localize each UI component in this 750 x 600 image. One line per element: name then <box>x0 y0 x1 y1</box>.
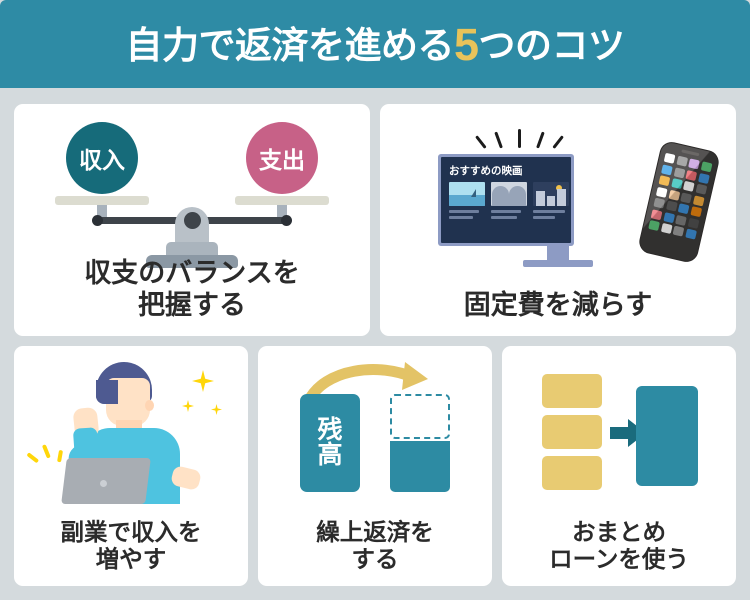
balance-bar-full: 残 高 <box>300 394 360 492</box>
income-badge-label: 収入 <box>79 147 125 173</box>
screen-heading: おすすめの映画 <box>449 165 523 177</box>
card-balance-scale[interactable]: 収入 支出 収支のバランスを 把握する <box>14 104 370 336</box>
movie-thumbnail-list <box>449 182 569 206</box>
laptop-logo <box>100 480 107 487</box>
phone-speaker <box>681 149 700 156</box>
consolidated-loan-box <box>636 386 698 486</box>
scale-base <box>146 255 238 268</box>
scale-pan-left <box>55 196 149 205</box>
consolidation-illustration <box>502 366 736 496</box>
balance-bar-label: 残 高 <box>317 416 343 469</box>
card-early-repayment[interactable]: 残 高 繰上返済を する <box>258 346 492 586</box>
scale-pivot-neck <box>166 242 218 259</box>
scale-pan-stem-right <box>277 205 287 219</box>
cards-row-bottom: 副業で収入を 増やす 残 高 繰上返済を する <box>14 346 736 586</box>
person-ear <box>145 400 154 411</box>
cards-row-top: 収入 支出 収支のバランスを 把握する <box>14 104 736 336</box>
person-hair-side <box>96 380 118 404</box>
sparkle-medium-icon <box>182 400 194 412</box>
loan-box <box>542 456 602 490</box>
card-side-income[interactable]: 副業で収入を 増やす <box>14 346 248 586</box>
sparkle-large-icon <box>192 370 214 392</box>
sparkle-small-icon <box>211 404 222 415</box>
scale-beam-dot-left <box>92 215 103 226</box>
balance-scale-illustration: 収入 支出 <box>14 116 370 268</box>
scale-beam-dot-right <box>281 215 292 226</box>
radiating-lines-icon <box>475 118 564 149</box>
balance-bar-reduced-fill <box>390 441 450 492</box>
income-badge: 収入 <box>66 122 138 194</box>
card-consolidation-loan[interactable]: おまとめ ローンを使う <box>502 346 736 586</box>
thumbnail-caption-lines <box>449 210 569 222</box>
thumbnail-city-night <box>533 182 569 206</box>
card-caption: 固定費を減らす <box>463 290 653 321</box>
page-title: 自力で返済を進める5つのコツ <box>125 18 626 70</box>
thumbnail-ocean-shark <box>449 182 485 206</box>
expense-badge: 支出 <box>246 122 318 194</box>
card-caption: 収支のバランスを 把握する <box>84 258 300 321</box>
page-title-suffix: つのコツ <box>478 24 626 66</box>
page-title-prefix: 自力で返済を進める <box>125 24 454 66</box>
card-caption: 副業で収入を 増やす <box>60 518 202 573</box>
monitor-phone-illustration: おすすめの映画 <box>380 110 736 300</box>
card-caption: 繰上返済を する <box>316 518 434 573</box>
card-caption: おまとめ ローンを使う <box>549 518 689 573</box>
scale-pan-stem-left <box>97 205 107 219</box>
monitor-stand-foot <box>523 260 593 267</box>
scale-pivot-dot <box>184 212 201 229</box>
monitor-screen: おすすめの映画 <box>441 157 571 243</box>
smartphone-icon <box>638 140 720 264</box>
phone-app-grid <box>644 152 713 257</box>
prepayment-illustration: 残 高 <box>258 362 492 492</box>
card-fixed-costs[interactable]: おすすめの映画 <box>380 104 736 336</box>
page-header-banner: 自力で返済を進める5つのコツ <box>0 0 750 88</box>
scale-pan-right <box>235 196 329 205</box>
thumbnail-two-faces <box>491 182 527 206</box>
balance-bar-reduced-outline <box>390 394 450 439</box>
tv-monitor-icon: おすすめの映画 <box>438 154 574 246</box>
page-title-number: 5 <box>453 18 479 70</box>
motion-flash-icon <box>26 440 63 464</box>
loan-box <box>542 374 602 408</box>
loan-box <box>542 415 602 449</box>
curved-arrow-icon <box>303 362 428 405</box>
separate-loans-stack <box>542 374 602 490</box>
person-laptop-illustration <box>14 356 248 504</box>
monitor-stand-neck <box>547 246 569 260</box>
expense-badge-label: 支出 <box>259 147 305 173</box>
